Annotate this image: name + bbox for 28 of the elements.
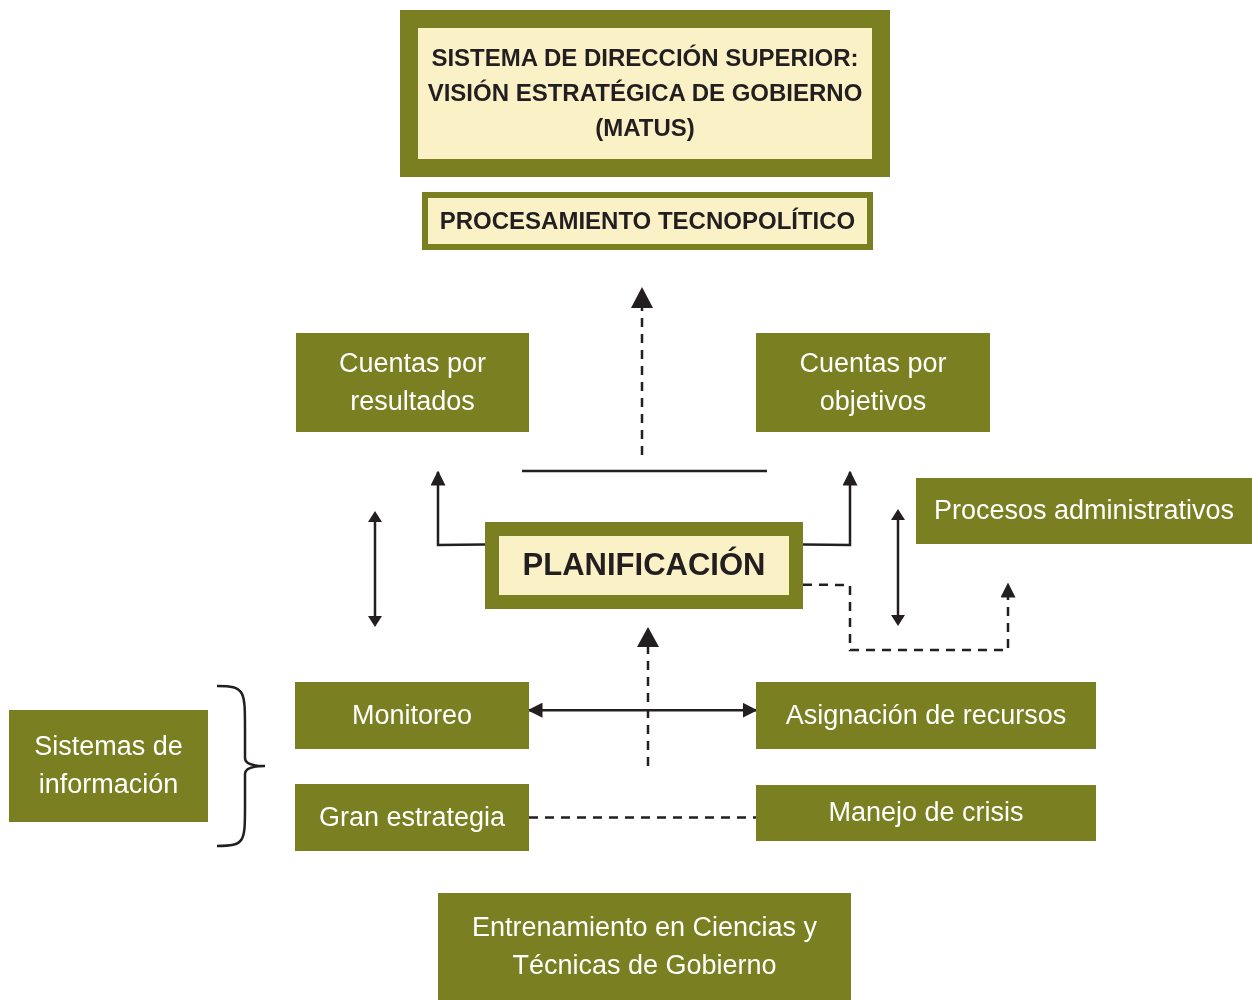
framed-box (400, 10, 890, 177)
process-box (756, 333, 990, 432)
process-box (916, 478, 1252, 544)
process-box (756, 682, 1096, 749)
process-box (296, 333, 529, 432)
process-box (756, 785, 1096, 841)
box-text: Sistemas de información (33, 730, 184, 801)
box-text: Entrenamiento en Ciencias y Técnicas de Gobierno (470, 910, 819, 982)
process-box (295, 682, 529, 749)
box-text: Manejo de crisis (828, 796, 1024, 830)
heading-text: PLANIFICACIÓN (522, 545, 766, 585)
framed-box (422, 192, 873, 250)
heading-text: PROCESAMIENTO TECNOPOLÍTICO (439, 205, 856, 236)
arrow (803, 470, 858, 547)
box-text: Monitoreo (351, 698, 473, 732)
box-text: Asignación de recursos (785, 698, 1067, 732)
process-box (438, 893, 851, 1000)
process-box (9, 710, 208, 822)
box-text: Gran estrategia (318, 800, 506, 834)
process-box (295, 784, 529, 851)
box-text: Procesos administrativos (933, 494, 1235, 528)
arrow (430, 470, 485, 547)
heading-text: SISTEMA DE DIRECCIÓN SUPERIOR: VISIÓN ESTRATÉGICA DE GOBIERNO (MATUS) (426, 43, 864, 143)
framed-box (485, 522, 803, 609)
box-text: Cuentas por objetivos (798, 346, 948, 418)
connector-line (529, 816, 756, 819)
box-text: Cuentas por resultados (337, 346, 488, 418)
arrow (803, 582, 1016, 652)
